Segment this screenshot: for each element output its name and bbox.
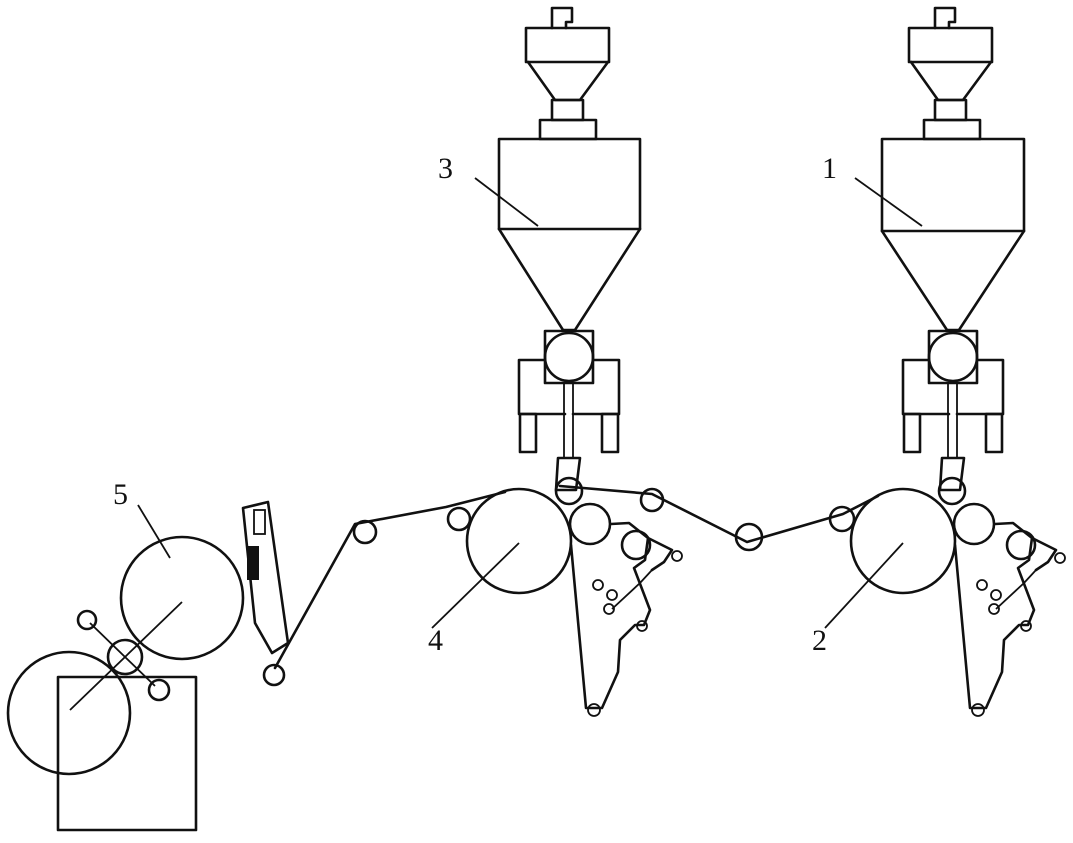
leader-line-1 bbox=[854, 177, 923, 227]
cutter-grip bbox=[247, 546, 259, 580]
flange-3 bbox=[538, 118, 598, 141]
small-funnel-1 bbox=[909, 60, 993, 102]
pivot-b-2 bbox=[976, 579, 988, 591]
press-roller-4 bbox=[568, 502, 612, 546]
small-roller-a bbox=[76, 609, 98, 631]
pivot-b-4 bbox=[592, 579, 604, 591]
leg-right-3 bbox=[600, 412, 620, 454]
valve-frame-1 bbox=[901, 358, 1005, 416]
frame-outline-2 bbox=[953, 521, 1036, 710]
small-roller-b bbox=[147, 678, 171, 702]
top-box-1 bbox=[907, 26, 994, 64]
label-4: 4 bbox=[428, 624, 443, 657]
doctor-roller-4 bbox=[620, 529, 652, 561]
guide-roller-f bbox=[828, 505, 856, 533]
leg-right-1 bbox=[984, 412, 1004, 454]
guide-roller-e bbox=[734, 522, 764, 552]
label-5: 5 bbox=[113, 478, 128, 511]
hopper-cone-1 bbox=[880, 229, 1026, 332]
press-roller-2 bbox=[952, 502, 996, 546]
wound-roll bbox=[6, 650, 132, 776]
hopper-body-1 bbox=[880, 137, 1026, 233]
label-1: 1 bbox=[822, 152, 837, 185]
valve-frame-3 bbox=[517, 358, 621, 416]
leg-left-3 bbox=[518, 412, 538, 454]
frame-arm-2 bbox=[1030, 536, 1058, 572]
web-path bbox=[262, 484, 880, 687]
supply-roll bbox=[119, 535, 245, 661]
pivot-c-2 bbox=[990, 589, 1002, 601]
small-funnel-3 bbox=[526, 60, 610, 102]
metering-roller-2 bbox=[937, 476, 967, 506]
guide-roller-b bbox=[352, 519, 378, 545]
nozzle-1 bbox=[938, 456, 966, 492]
main-drum-4 bbox=[465, 487, 573, 595]
feed-pipe-top-1 bbox=[933, 6, 957, 30]
leader-line-3 bbox=[474, 177, 539, 227]
feed-pipe-top-3 bbox=[550, 6, 574, 30]
web-line bbox=[273, 484, 880, 670]
guide-roller-a bbox=[262, 663, 286, 687]
chute-3 bbox=[563, 383, 574, 458]
rotary-valve-1 bbox=[927, 331, 979, 383]
flange-1 bbox=[922, 118, 982, 141]
pivot-a-4 bbox=[671, 550, 683, 562]
metering-roller-4 bbox=[554, 476, 584, 506]
pivot-a-2 bbox=[1054, 552, 1066, 564]
leader-line-2 bbox=[824, 542, 904, 629]
nozzle-3 bbox=[554, 456, 582, 492]
rotary-valve-3 bbox=[543, 331, 595, 383]
pivot-e-4 bbox=[636, 620, 648, 632]
winder-base bbox=[56, 675, 198, 832]
frame-arm-4 bbox=[646, 536, 674, 572]
top-box-3 bbox=[524, 26, 611, 64]
pivot-e-2 bbox=[1020, 620, 1032, 632]
leader-line-5 bbox=[137, 504, 171, 559]
pivot-c-4 bbox=[606, 589, 618, 601]
linkage-2 bbox=[995, 569, 1037, 610]
leg-left-1 bbox=[902, 412, 922, 454]
chute-1 bbox=[947, 383, 958, 458]
cutter-body bbox=[241, 500, 290, 655]
hopper-cone-3 bbox=[497, 227, 642, 332]
label-2: 2 bbox=[812, 624, 827, 657]
leader-line-4 bbox=[431, 542, 520, 629]
cutter-blade bbox=[241, 500, 290, 655]
linkage-4 bbox=[611, 569, 653, 610]
doctor-roller-2 bbox=[1005, 529, 1037, 561]
pivot-d-2 bbox=[988, 603, 1000, 615]
guide-roller-d bbox=[639, 487, 665, 513]
hopper-body-3 bbox=[497, 137, 642, 231]
hopper-unit-1: 1 bbox=[822, 6, 1026, 492]
winding-station-5: 5 bbox=[6, 478, 245, 832]
guide-roller-c bbox=[446, 506, 472, 532]
contact-roller bbox=[106, 638, 144, 676]
pivot-f-4 bbox=[587, 703, 601, 717]
frame-outline-4 bbox=[569, 521, 652, 710]
neck-1 bbox=[933, 98, 968, 122]
pivot-f-2 bbox=[971, 703, 985, 717]
neck-3 bbox=[550, 98, 585, 122]
cutter-slot bbox=[253, 509, 266, 535]
coating-station-2: 2 bbox=[812, 476, 1066, 717]
roll-lines bbox=[69, 601, 183, 711]
pivot-d-4 bbox=[603, 603, 615, 615]
main-drum-2 bbox=[849, 487, 957, 595]
hopper-unit-3: 3 bbox=[438, 6, 642, 492]
coating-station-4: 4 bbox=[428, 476, 683, 717]
label-3: 3 bbox=[438, 152, 453, 185]
